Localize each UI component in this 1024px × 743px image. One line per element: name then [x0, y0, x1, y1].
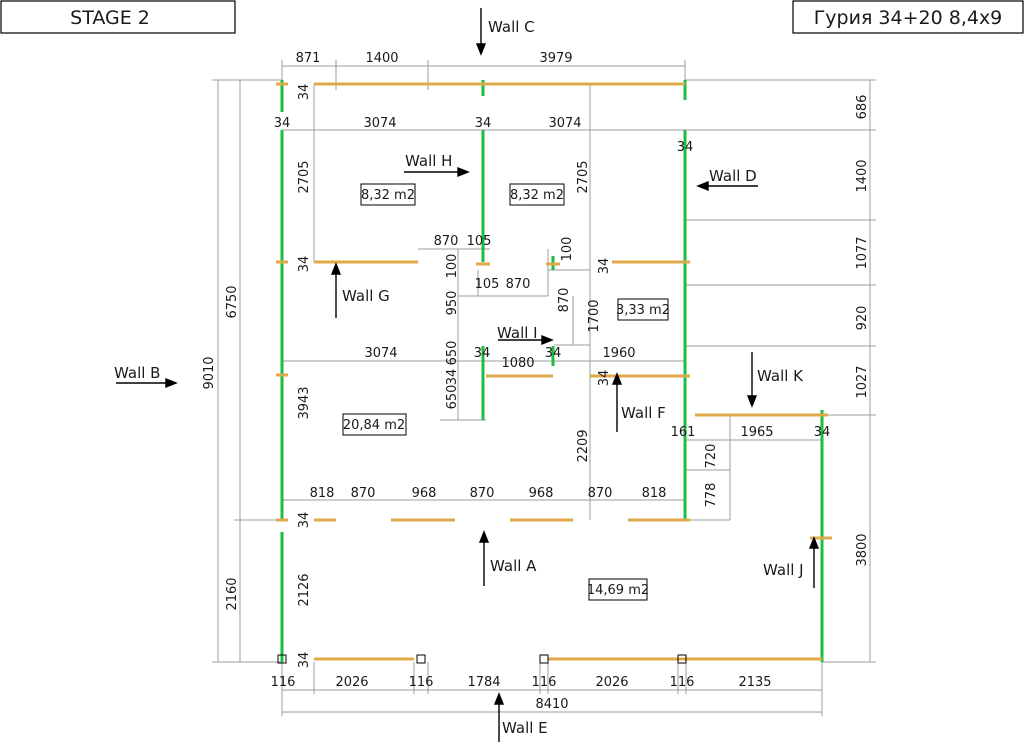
dim-870: 870	[506, 277, 531, 292]
dim-105: 105	[475, 277, 500, 292]
dim-1700: 1700	[587, 299, 602, 332]
dimension-texts: 871 1400 3979 34 3074 34 3074 34 870 105…	[271, 51, 831, 712]
dim-870: 870	[470, 486, 495, 501]
dim-1960: 1960	[602, 346, 635, 361]
dim-34: 34	[597, 370, 612, 387]
dim-34: 34	[297, 84, 312, 101]
dim-720: 720	[704, 444, 719, 469]
dim-8410: 8410	[535, 697, 568, 712]
room-area-4: 20,84 m2	[343, 418, 405, 433]
dim-1077: 1077	[855, 236, 870, 269]
dim-1784: 1784	[467, 675, 500, 690]
wall-f-label: Wall F	[621, 404, 666, 422]
dim-1027: 1027	[855, 365, 870, 398]
dim-100: 100	[445, 254, 460, 279]
dim-34: 34	[475, 116, 492, 131]
room-area-5: 14,69 m2	[587, 583, 649, 598]
dim-686: 686	[855, 95, 870, 120]
dim-34: 34	[474, 346, 491, 361]
dim-3943: 3943	[297, 386, 312, 419]
dim-2026: 2026	[595, 675, 628, 690]
wall-j-label: Wall J	[763, 561, 804, 579]
wall-g-label: Wall G	[342, 287, 390, 305]
dim-2705: 2705	[297, 160, 312, 193]
dimension-texts-vertical: 34 2705 2705 34 100 100 34 950 870 1700 …	[202, 84, 870, 669]
title-block-model: Гурия 34+20 8,4х9	[792, 0, 1024, 34]
dim-116: 116	[409, 675, 434, 690]
dim-161: 161	[671, 425, 696, 440]
wall-arrows	[116, 8, 820, 742]
dim-116: 116	[670, 675, 695, 690]
dim-34: 34	[814, 425, 831, 440]
dim-818: 818	[310, 486, 335, 501]
walls-vertical	[280, 80, 824, 662]
dim-920: 920	[855, 306, 870, 331]
dim-9010: 9010	[202, 356, 217, 389]
dim-105: 105	[467, 234, 492, 249]
room-area-1: 8,32 m2	[361, 188, 415, 203]
dim-34: 34	[297, 652, 312, 669]
dim-870: 870	[351, 486, 376, 501]
dim-top-871: 871	[296, 51, 321, 66]
wall-c-label: Wall C	[488, 18, 535, 36]
dim-34: 34	[445, 369, 460, 386]
wall-i-label: Wall I	[497, 324, 538, 342]
dim-top-3979: 3979	[539, 51, 572, 66]
dim-2209: 2209	[576, 429, 591, 462]
wall-b-label: Wall B	[114, 364, 160, 382]
dimension-lines	[212, 60, 876, 716]
dim-6750: 6750	[225, 285, 240, 318]
dim-34: 34	[297, 256, 312, 273]
title-block-stage: STAGE 2	[0, 0, 236, 34]
dim-870: 870	[557, 288, 572, 313]
model-title: Гурия 34+20 8,4х9	[814, 7, 1003, 29]
dim-870: 870	[588, 486, 613, 501]
dim-34: 34	[297, 512, 312, 529]
room-area-3: 3,33 m2	[616, 303, 670, 318]
stage-title: STAGE 2	[70, 7, 150, 29]
dim-3800: 3800	[855, 533, 870, 566]
dim-3074: 3074	[364, 346, 397, 361]
walls-horizontal	[276, 82, 832, 664]
dim-116: 116	[532, 675, 557, 690]
dim-870: 870	[434, 234, 459, 249]
dim-34: 34	[677, 140, 694, 155]
wall-a-label: Wall A	[490, 557, 537, 575]
dim-100: 100	[560, 237, 575, 262]
dim-818: 818	[642, 486, 667, 501]
dim-2126: 2126	[297, 573, 312, 606]
room-areas: 8,32 m2 8,32 m2 3,33 m2 20,84 m2 14,69 m…	[342, 183, 670, 601]
dim-2026: 2026	[335, 675, 368, 690]
dim-778: 778	[704, 483, 719, 508]
dim-1965: 1965	[740, 425, 773, 440]
dim-34: 34	[545, 346, 562, 361]
dim-968: 968	[412, 486, 437, 501]
dim-34: 34	[597, 258, 612, 275]
wall-k-label: Wall K	[757, 367, 804, 385]
dim-950: 950	[445, 291, 460, 316]
dim-116: 116	[271, 675, 296, 690]
dim-650: 650	[445, 385, 460, 410]
dim-3074: 3074	[363, 116, 396, 131]
dim-968: 968	[529, 486, 554, 501]
dim-2160: 2160	[225, 577, 240, 610]
dim-1080: 1080	[501, 356, 534, 371]
dim-3074: 3074	[548, 116, 581, 131]
wall-h-label: Wall H	[405, 152, 452, 170]
dim-34: 34	[274, 116, 291, 131]
wall-d-label: Wall D	[709, 167, 757, 185]
wall-e-label: Wall E	[502, 719, 548, 737]
wall-labels: Wall C Wall B Wall H Wall D Wall G Wall …	[114, 18, 804, 737]
dim-2705: 2705	[576, 160, 591, 193]
dim-2135: 2135	[738, 675, 771, 690]
dim-650: 650	[445, 341, 460, 366]
room-area-2: 8,32 m2	[510, 188, 564, 203]
dim-1400: 1400	[855, 159, 870, 192]
dim-top-1400: 1400	[365, 51, 398, 66]
